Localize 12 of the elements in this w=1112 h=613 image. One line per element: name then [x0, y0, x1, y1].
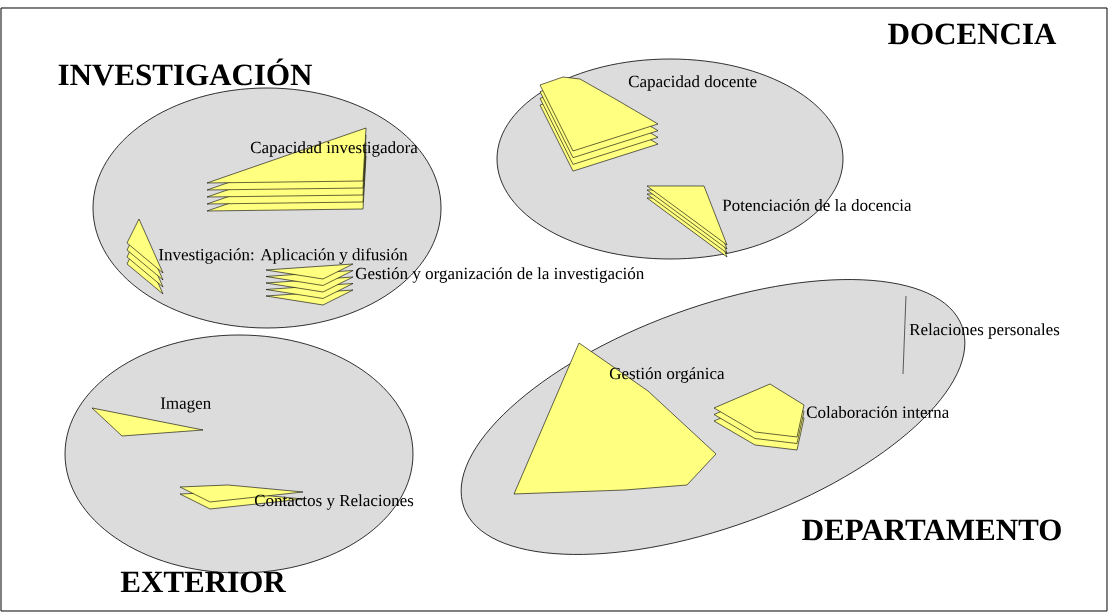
cluster-heading: DEPARTAMENTO — [802, 519, 1061, 541]
item-label: Gestión y organización de la investigación — [355, 267, 645, 283]
item-label: Colaboración interna — [806, 406, 949, 418]
cluster-heading: INVESTIGACIÓN — [58, 58, 313, 86]
item-label: Capacidad docente — [628, 75, 757, 91]
cluster-heading: EXTERIOR — [120, 571, 286, 593]
item-label: Contactos y Relaciones — [254, 494, 414, 510]
item-label: Investigación: Aplicación y difusión — [159, 248, 408, 264]
cluster-heading: DOCENCIA — [888, 23, 1057, 45]
item-label: Relaciones personales — [909, 323, 1060, 339]
item-label: Potenciación de la docencia — [722, 199, 912, 211]
item-label: Imagen — [160, 397, 211, 413]
